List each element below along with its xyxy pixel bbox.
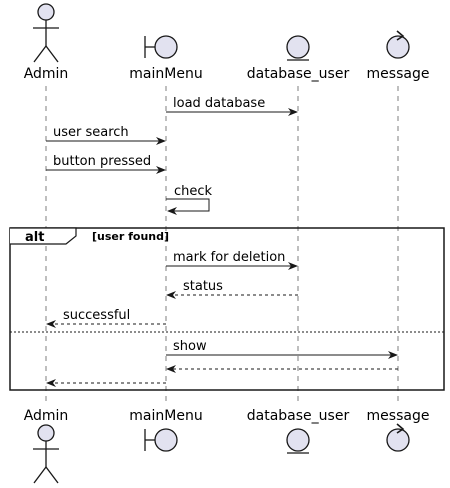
entity-icon (286, 35, 310, 61)
participant-dbuser-bottom: database_user (247, 408, 350, 454)
control-icon (386, 423, 410, 452)
alt-fragment: alt [user found] (9, 227, 445, 391)
boundary-icon (144, 428, 178, 452)
participant-label: database_user (247, 408, 350, 424)
participant-label: message (367, 66, 430, 82)
message-label: successful (63, 308, 130, 323)
participant-label: Admin (24, 66, 69, 82)
participant-label: Admin (24, 408, 69, 424)
message-label: user search (53, 125, 129, 140)
participant-label: database_user (247, 66, 350, 82)
participant-label: mainMenu (129, 408, 202, 424)
message-2: user search (46, 125, 166, 145)
participant-label: mainMenu (129, 66, 202, 82)
participant-dbuser-top: database_user (247, 35, 350, 82)
participant-admin-bottom: Admin (24, 408, 69, 484)
participant-label: message (367, 408, 430, 424)
message-3: button pressed (46, 154, 166, 174)
participant-admin-top: Admin (24, 3, 69, 82)
participant-message-top: message (367, 30, 430, 82)
participant-mainmenu-bottom: mainMenu (129, 408, 203, 452)
self-message-arrow (166, 198, 210, 215)
participant-message-bottom: message (367, 408, 430, 452)
participant-heads-bottom: Admin mainMenu database_user message (24, 408, 430, 484)
message-label: status (183, 279, 223, 294)
message-5: mark for deletion (166, 250, 298, 270)
message-label: load database (173, 96, 265, 111)
message-7: successful (46, 308, 166, 328)
alt-condition: [user found] (92, 230, 169, 243)
alt-fragment-tab (10, 227, 77, 245)
alt-fragment-box (9, 227, 445, 391)
lifelines (45, 86, 399, 402)
message-label: show (173, 339, 207, 354)
entity-icon (286, 428, 310, 454)
message-label: mark for deletion (173, 250, 285, 265)
message-label: check (174, 184, 213, 199)
actor-icon (33, 3, 59, 63)
actor-icon (33, 424, 59, 484)
message-6: status (166, 279, 298, 299)
alt-keyword: alt (25, 230, 44, 245)
boundary-icon (144, 35, 178, 59)
control-icon (386, 30, 410, 59)
participant-mainmenu-top: mainMenu (129, 35, 203, 82)
participant-heads-top: Admin mainMenu database_user message (24, 3, 430, 82)
message-8: show (166, 339, 398, 359)
message-1: load database (166, 96, 298, 116)
message-4: check (166, 184, 213, 215)
messages: load database user search button pressed ch… (46, 96, 398, 387)
message-label: button pressed (53, 154, 151, 169)
